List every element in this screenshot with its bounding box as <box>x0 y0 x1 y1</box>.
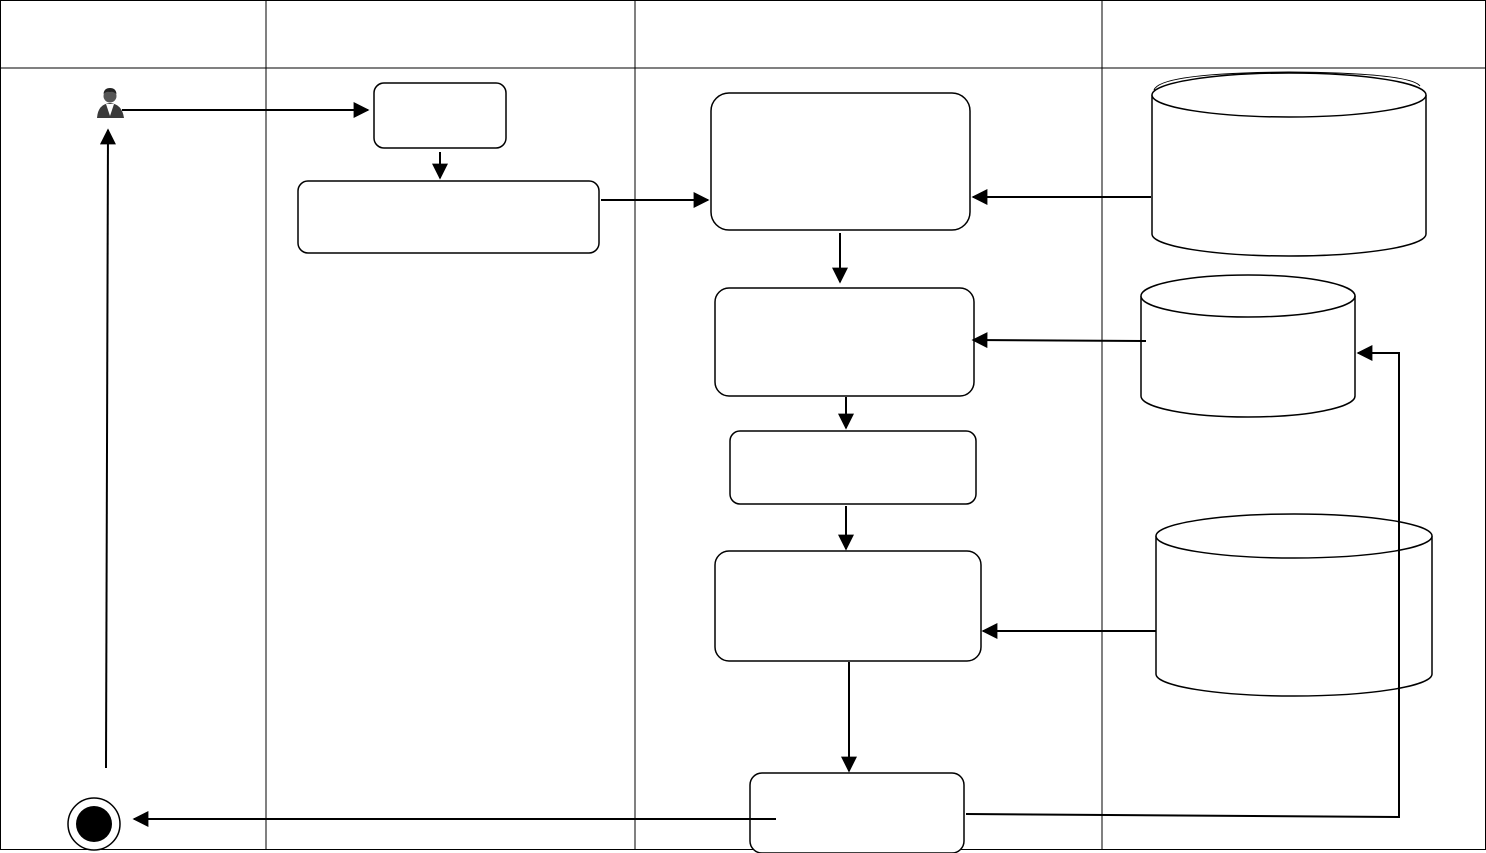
datastore-3 <box>1155 513 1433 697</box>
process-box-b <box>297 180 600 254</box>
process-nodes <box>297 82 982 853</box>
process-box-f <box>714 550 982 662</box>
user-icon <box>97 88 124 118</box>
final-state-node <box>67 797 121 851</box>
arrow-end-to-actor <box>99 128 116 769</box>
connectors <box>99 102 1400 827</box>
arrow-g-to-db2 <box>965 345 1400 819</box>
process-box-e <box>729 430 977 505</box>
datastore-1 <box>1151 71 1427 257</box>
process-box-g <box>749 772 965 853</box>
datastore-2 <box>1140 274 1356 418</box>
process-box-c <box>710 92 971 231</box>
arrow-db2-to-d <box>971 332 1147 349</box>
process-box-a <box>373 82 507 149</box>
process-box-d <box>714 287 975 397</box>
